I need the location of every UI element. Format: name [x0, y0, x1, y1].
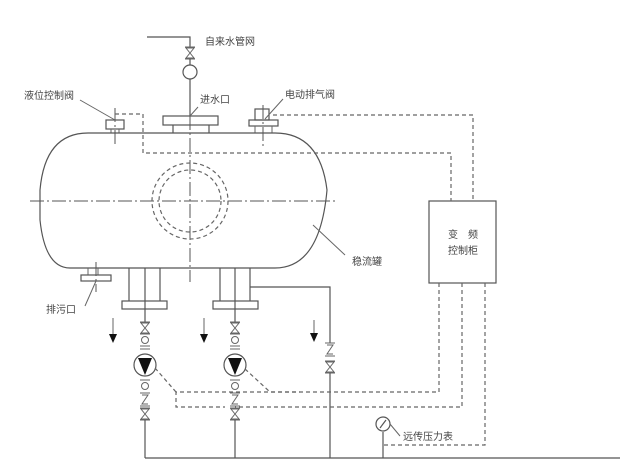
flex-joint-icon — [141, 382, 149, 390]
label-drain-outlet: 排污口 — [46, 303, 76, 316]
electric-exhaust-valve — [248, 98, 284, 146]
label-city-water-network: 自来水管网 — [205, 35, 255, 48]
check-valve-icon — [229, 392, 241, 407]
level-control-valve — [79, 99, 125, 147]
flex-joint-icon — [231, 382, 239, 390]
gate-valve-icon — [229, 321, 241, 335]
flex-joint-icon — [231, 336, 239, 344]
gate-valve-icon — [324, 360, 336, 374]
flex-joint-icon — [141, 336, 149, 344]
vfd-label-line2: 控制柜 — [448, 244, 478, 257]
check-valve-icon — [139, 392, 151, 407]
label-level-control-valve: 液位控制阀 — [24, 89, 74, 102]
stabilizer-tank — [30, 116, 346, 282]
label-water-inlet: 进水口 — [200, 94, 230, 106]
pump-branch-2 — [212, 268, 259, 458]
label-remote-pressure-gauge: 远传压力表 — [403, 430, 453, 443]
flow-arrow-icon — [200, 318, 208, 343]
gate-valve-icon — [139, 407, 151, 421]
city-water-pipe — [147, 36, 198, 116]
flow-arrow-icon — [109, 318, 117, 343]
vfd-control-cabinet: 变 频 控制柜 — [428, 200, 497, 284]
check-valve-icon — [324, 342, 336, 357]
gate-valve-icon — [139, 321, 151, 335]
drain-outlet — [80, 262, 112, 307]
bypass-branch — [250, 286, 336, 458]
vfd-label-line1: 变 频 — [448, 228, 478, 241]
pump-icon — [223, 353, 247, 377]
gate-valve-icon — [229, 407, 241, 421]
pump-branch-1 — [121, 268, 168, 458]
pressure-gauge-icon — [375, 416, 401, 458]
inlet-gate-valve-icon — [184, 46, 196, 60]
label-stabilizer-tank: 稳流罐 — [352, 255, 382, 268]
water-meter-icon — [182, 64, 198, 80]
label-electric-exhaust-valve: 电动排气阀 — [285, 88, 335, 101]
pump-icon — [133, 353, 157, 377]
control-signal-lines — [115, 113, 486, 446]
flow-arrow-icon — [310, 320, 318, 342]
